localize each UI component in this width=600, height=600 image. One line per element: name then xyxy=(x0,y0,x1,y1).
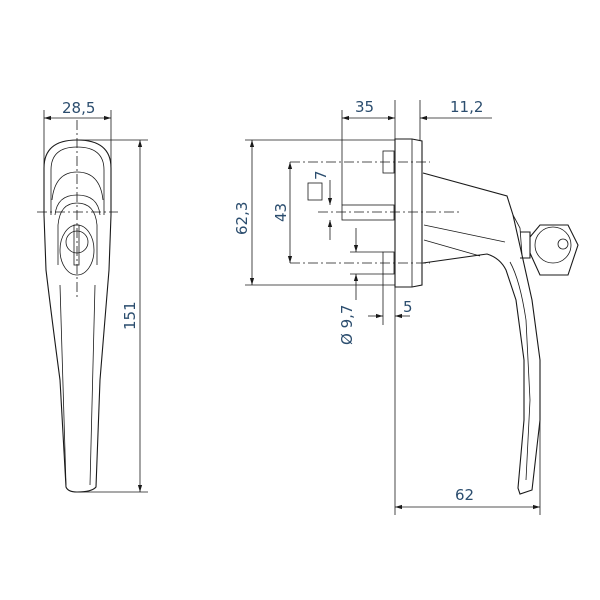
front-width-dimension: 28,5 xyxy=(43,99,112,215)
rose-height-label: 62,3 xyxy=(233,202,251,235)
side-view-handle xyxy=(290,100,579,515)
rose-label: 11,2 xyxy=(450,98,483,116)
height-label: 151 xyxy=(121,301,139,330)
depth-label: 35 xyxy=(355,98,374,116)
screw-spacing-label: 43 xyxy=(272,203,290,222)
front-view-handle xyxy=(37,120,118,493)
spindle-label: 7 xyxy=(312,170,330,180)
pin-diameter-label: Ø 9,7 xyxy=(338,305,356,345)
pin-length-label: 5 xyxy=(403,298,413,316)
front-height-dimension: 151 xyxy=(78,139,148,493)
key-icon xyxy=(520,224,579,276)
side-dimensions: 35 11,2 62,3 43 7 Ø 9,7 5 62 xyxy=(233,98,541,515)
projection-label: 62 xyxy=(455,486,474,504)
width-label: 28,5 xyxy=(62,99,95,117)
